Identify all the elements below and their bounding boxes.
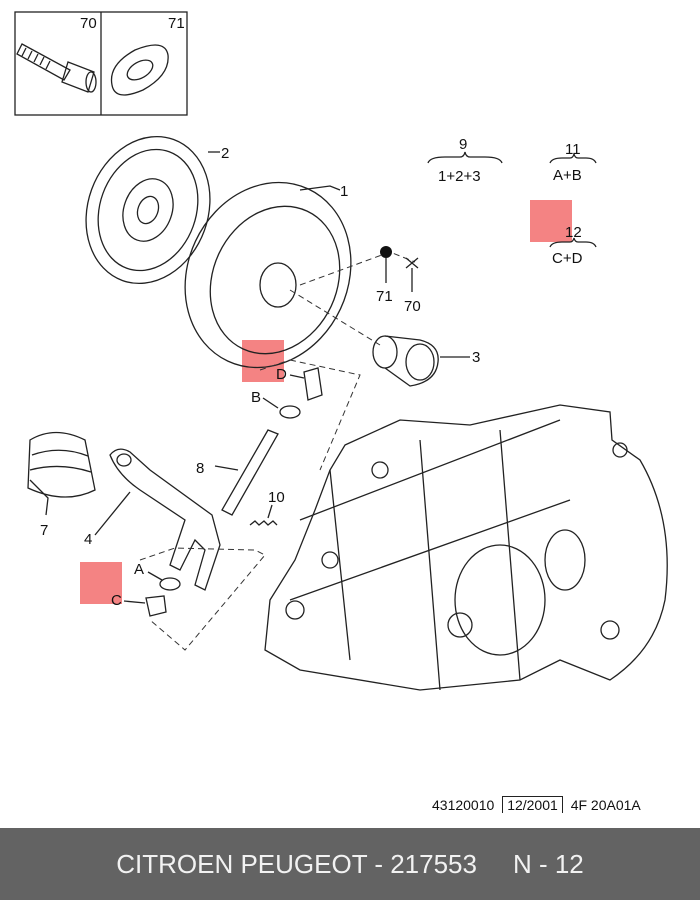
bushing-A (159, 577, 181, 591)
brace (549, 237, 597, 248)
pivot-C (145, 595, 167, 617)
callout-12: 12 (565, 224, 582, 241)
fork-drawing (94, 448, 221, 591)
bolt-drawing (16, 43, 97, 93)
highlight-marker-D (242, 340, 284, 382)
bushing-B (279, 405, 301, 419)
brace (549, 153, 597, 164)
footer-caption: CITROEN PEUGEOT - 217553 N - 12 (0, 828, 700, 900)
callout-B: B (251, 389, 261, 406)
pressure-plate-drawing (184, 181, 352, 369)
callout-2: 2 (221, 145, 229, 162)
spring-drawing (249, 520, 278, 526)
callout-70-ref: 70 (404, 298, 421, 315)
reference-sheet: 4F 20A01A (570, 797, 641, 813)
footer-page: N - 12 (512, 848, 584, 879)
highlight-marker-C (80, 562, 122, 604)
reference-date: 12/2001 (502, 796, 563, 813)
callout-7: 7 (40, 522, 48, 539)
callout-8: 8 (196, 460, 204, 477)
footer-title: CITROEN PEUGEOT - 217553 (116, 848, 477, 879)
reference-bar: 43120010 12/2001 4F 20A01A (432, 796, 641, 813)
callout-D: D (276, 366, 287, 383)
kit-9-contents: 1+2+3 (438, 168, 481, 185)
release-bearing-drawing (289, 289, 470, 387)
callout-71-ref: 71 (376, 288, 393, 305)
callout-1: 1 (340, 183, 348, 200)
callout-10: 10 (268, 489, 285, 506)
callout-11: 11 (565, 141, 581, 158)
callout-70: 70 (80, 15, 97, 32)
callout-9: 9 (459, 136, 467, 153)
kit-11-contents: A+B (553, 167, 582, 184)
reference-code: 43120010 (432, 797, 495, 813)
callout-A: A (134, 561, 144, 578)
boot-drawing (27, 431, 96, 516)
washer-marker (380, 246, 392, 258)
callout-4: 4 (84, 531, 92, 548)
inset-box (14, 11, 188, 116)
washer-drawing (110, 44, 169, 96)
clutch-disc-drawing (85, 135, 220, 285)
kit-12-contents: C+D (552, 250, 583, 267)
parts-diagram: 70 71 2 1 9 1+2+3 11 A+B 12 C+D 71 70 3 … (14, 11, 668, 691)
callout-C: C (111, 592, 122, 609)
callout-3: 3 (472, 349, 480, 366)
shaft-drawing (221, 429, 279, 516)
guide-part-D (303, 367, 323, 401)
brace (427, 151, 503, 164)
highlight-marker-kit-12 (530, 200, 572, 242)
callout-71: 71 (168, 15, 185, 32)
gearbox-housing-drawing (264, 404, 668, 691)
